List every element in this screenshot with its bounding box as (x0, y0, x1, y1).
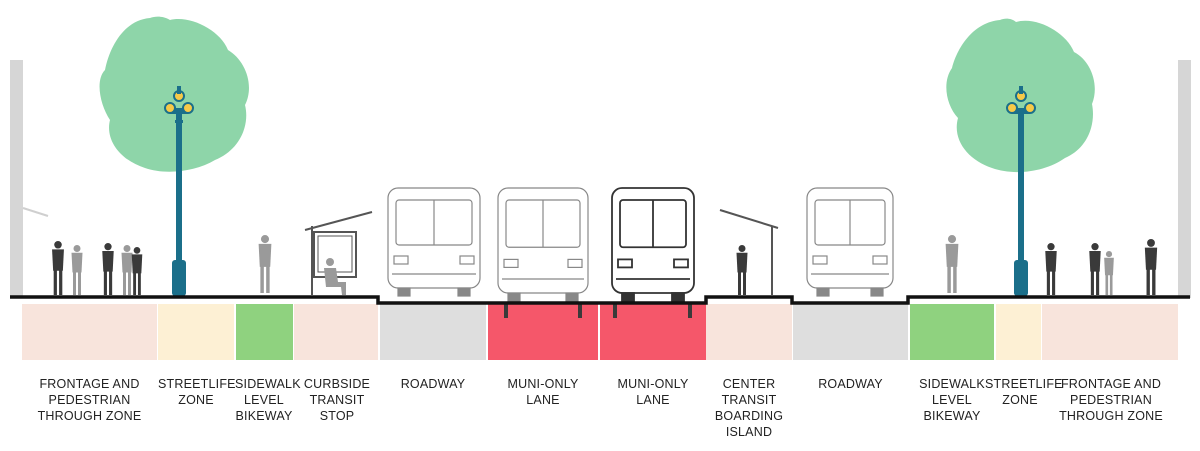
pedestrian-icon (102, 243, 114, 295)
awning-left (22, 207, 49, 217)
street-lamp-icon (164, 86, 194, 296)
pedestrian-icon (71, 245, 83, 295)
zone-label-muni-lane-2: MUNI-ONLY LANE (617, 377, 689, 407)
pedestrian-icon (736, 245, 748, 295)
rail-right-1 (578, 303, 582, 318)
building-wall-left (10, 60, 23, 298)
building-wall-right (1178, 60, 1191, 298)
pedestrian-icon (131, 247, 143, 295)
zone-label-frontage-right: FRONTAGE AND PEDESTRIAN THROUGH ZONE (1059, 377, 1163, 423)
bus-icon (806, 187, 894, 297)
zone-label-muni-lane-1: MUNI-ONLY LANE (507, 377, 579, 407)
zone-strip-frontage-left (22, 304, 157, 360)
zone-label-bikeway-right: SIDEWALK LEVEL BIKEWAY (919, 377, 985, 423)
zone-label-bikeway-left: SIDEWALK LEVEL BIKEWAY (235, 377, 301, 423)
zone-label-streetlife-right: STREETLIFE ZONE (985, 377, 1063, 407)
rail-left-1 (504, 303, 508, 318)
zone-label-roadway-left: ROADWAY (400, 377, 466, 391)
zone-label-roadway-right: ROADWAY (818, 377, 883, 391)
pedestrian-icon (945, 235, 959, 293)
pedestrian-icon (1104, 251, 1114, 295)
pedestrian-icon (258, 235, 272, 293)
pedestrian-icon (121, 245, 133, 295)
street-lamp-icon (1006, 86, 1036, 296)
zone-strip-roadway-right (793, 304, 908, 360)
zone-strip-streetlife-left (158, 304, 234, 360)
bus-icon (497, 187, 589, 302)
rail-left-2 (613, 303, 617, 318)
zone-label-streetlife-left: STREETLIFE ZONE (158, 377, 236, 407)
zone-label-frontage-left: FRONTAGE AND PEDESTRIAN THROUGH ZONE (37, 377, 142, 423)
zone-strip-roadway-left (380, 304, 486, 360)
zone-strip-bikeway-left (236, 304, 293, 360)
zone-label-center-island: CENTER TRANSIT BOARDING ISLAND (714, 377, 784, 439)
pedestrian-icon (1045, 243, 1057, 295)
pedestrian-icon (52, 241, 64, 295)
bus-icon (611, 187, 695, 302)
ground-line (10, 295, 1190, 305)
pedestrians (52, 235, 1158, 295)
zone-strip-center-island (706, 304, 792, 360)
pedestrian-icon (1089, 243, 1101, 295)
buses (387, 187, 894, 302)
zone-strip-bikeway-right (910, 304, 994, 360)
bus-icon (387, 187, 481, 297)
muni-rails (504, 303, 692, 318)
zone-strips (22, 304, 1178, 360)
zone-strip-streetlife-right (996, 304, 1041, 360)
zone-strip-curbside-stop (294, 304, 378, 360)
pedestrian-icon (1144, 239, 1158, 295)
zone-strip-frontage-right (1042, 304, 1178, 360)
transit-shelter-icon (719, 209, 779, 295)
pedestrian-icon (324, 258, 346, 295)
zone-label-curbside-stop: CURBSIDE TRANSIT STOP (303, 377, 371, 423)
rail-right-2 (688, 303, 692, 318)
